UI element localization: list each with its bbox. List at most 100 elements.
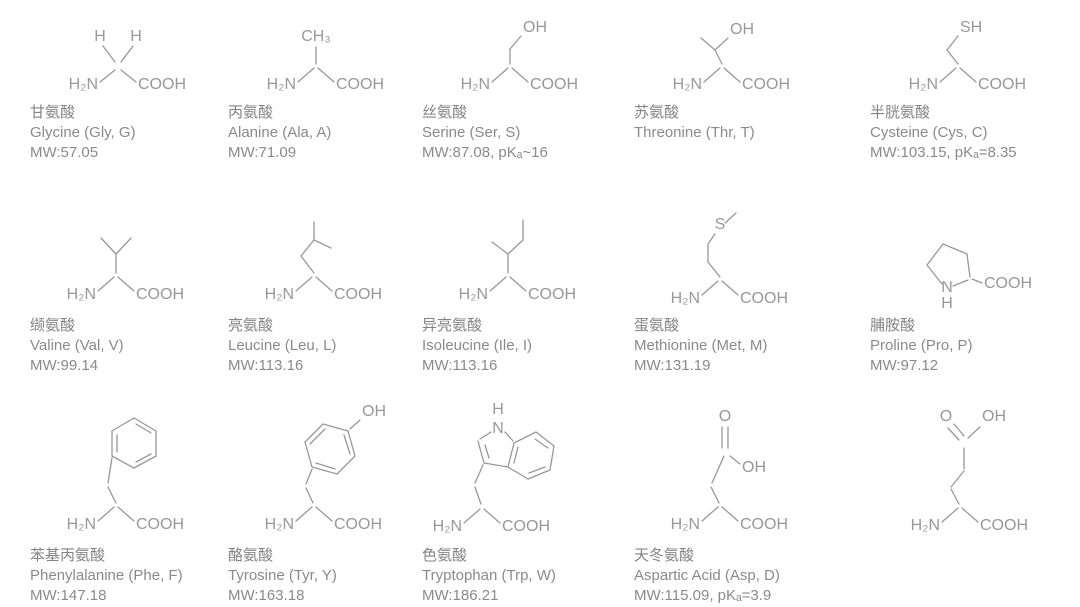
atom-label: COOH [136, 516, 184, 533]
atom-label: COOH [530, 76, 578, 93]
bond-line [724, 212, 737, 224]
bond-line [300, 239, 315, 257]
atom-label: COOH [742, 76, 790, 93]
bond-line [703, 67, 721, 83]
bond-line [721, 280, 739, 296]
bond-line [509, 276, 527, 292]
bond-line [343, 434, 351, 455]
amino-acid-mw: MW:163.18 [228, 587, 305, 604]
bond-line [102, 45, 116, 63]
amino-acid-name-cn: 缬氨酸 [30, 317, 76, 334]
amino-acid-name-en: Alanine (Ala, A) [228, 124, 332, 141]
bond-line [120, 69, 137, 83]
amino-acid-name-en: Phenylalanine (Phe, F) [30, 567, 183, 584]
atom-label: COOH [334, 516, 382, 533]
atom-label: COOH [138, 76, 186, 93]
amino-acid-name-en: Tyrosine (Tyr, Y) [228, 567, 337, 584]
amino-acid-name-en: Aspartic Acid (Asp, D) [634, 567, 780, 584]
amino-acid-mw: MW:71.09 [228, 144, 297, 161]
bond-line [723, 67, 741, 83]
bond-line [489, 276, 507, 292]
bond-line [317, 67, 335, 83]
amino-acid-mw: MW:113.16 [228, 357, 304, 374]
bond-line [309, 428, 326, 445]
bond-line [97, 276, 115, 292]
amino-acid-name-cn: 蛋氨酸 [634, 317, 680, 334]
atom-label: S [715, 216, 726, 233]
bond-line [135, 453, 152, 463]
bond-line [549, 445, 555, 471]
bond-line [483, 508, 501, 524]
amino-acid-name-en: Serine (Ser, S) [422, 124, 521, 141]
bond-line [315, 462, 336, 470]
bond-line [491, 241, 509, 255]
amino-acid-name-en: Tryptophan (Trp, W) [422, 567, 556, 584]
bond-line [133, 417, 157, 432]
atom-label: H₂N [433, 518, 462, 535]
atom-label: COOH [978, 76, 1026, 93]
atom-label: SH [960, 19, 982, 36]
atom-label: O [719, 408, 731, 425]
bond-line [117, 506, 135, 522]
atom-label: H₂N [671, 290, 700, 307]
atom-label: COOH [984, 275, 1032, 292]
atom-label: H₂N [69, 76, 98, 93]
bond-line [135, 423, 152, 434]
amino-acid-mw: MW:186.21 [422, 587, 499, 604]
amino-acid-name-cn: 亮氨酸 [228, 317, 274, 334]
bond-line [926, 264, 943, 285]
atom-label: H₂N [671, 516, 700, 533]
atom-label: N [941, 279, 953, 296]
bond-line [942, 243, 968, 255]
amino-acid-name-cn: 苯基丙氨酸 [30, 547, 106, 564]
bond-line [99, 69, 116, 83]
amino-acid-mw: MW:115.09, pKₐ=3.9 [634, 587, 772, 604]
atom-label: H [492, 401, 504, 418]
atom-label: OH [362, 403, 386, 420]
bond-line [295, 276, 313, 292]
amino-acid-mw: MW:103.15, pKₐ=8.35 [870, 144, 1017, 161]
bond-line [926, 243, 944, 266]
amino-acid-name-cn: 苏氨酸 [634, 104, 680, 121]
bond-line [707, 233, 716, 245]
bond-line [961, 507, 979, 523]
bond-line [120, 45, 134, 63]
amino-acid-mw: MW:57.05 [30, 144, 99, 161]
bond-line [295, 506, 313, 522]
amino-acid-name-en: Leucine (Leu, L) [228, 337, 337, 354]
bond-line [959, 67, 977, 83]
bond-line [349, 419, 361, 430]
bond-line [484, 444, 490, 459]
amino-acid-name-cn: 半胱氨酸 [870, 104, 931, 121]
bond-line [347, 430, 356, 457]
amino-acid-mw: MW:87.08, pKₐ~16 [422, 144, 548, 161]
amino-acid-name-en: Proline (Pro, P) [870, 337, 973, 354]
amino-acid-name-cn: 丙氨酸 [228, 104, 274, 121]
